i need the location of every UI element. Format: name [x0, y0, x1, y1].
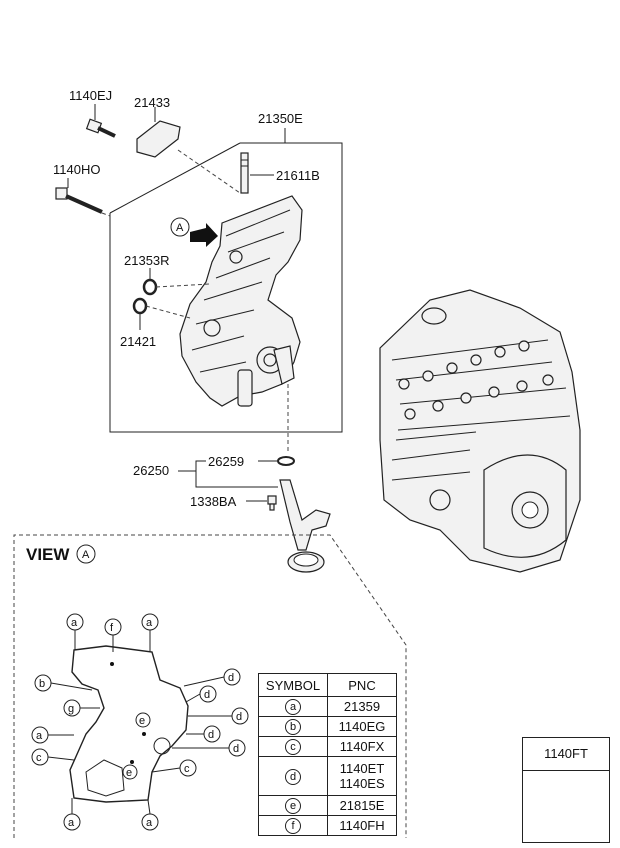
svg-text:d: d	[233, 743, 239, 755]
oring-21353R-icon	[142, 278, 158, 296]
table-row: e 21815E	[258, 795, 397, 816]
svg-text:a: a	[146, 617, 153, 629]
symbol-c: c	[285, 739, 301, 755]
pnc-cell: 1140FX	[327, 736, 397, 757]
fastener-box: 1140FT	[522, 737, 610, 843]
cover-bore	[203, 319, 221, 337]
header-symbol: SYMBOL	[258, 673, 328, 697]
frame-top-diagonal	[109, 142, 241, 214]
pnc-cell: 1140ET 1140ES	[327, 756, 397, 796]
table-row: f 1140FH	[258, 815, 397, 836]
symbol-table-header: SYMBOL PNC	[258, 673, 397, 697]
svg-text:f: f	[110, 622, 114, 634]
svg-text:d: d	[208, 729, 214, 741]
pnc-cell: 21815E	[327, 795, 397, 816]
leader-26250	[195, 460, 278, 488]
callout-1140EJ: 1140EJ	[69, 88, 112, 103]
bolt-1140HO-icon	[55, 187, 103, 214]
view-a-marker-label: A	[176, 222, 184, 234]
callout-21353R: 21353R	[124, 253, 170, 268]
view-title-marker	[76, 544, 96, 564]
svg-text:a: a	[68, 817, 75, 829]
callout-26250: 26250	[133, 463, 169, 478]
cover-gasket-inner	[85, 759, 125, 797]
svg-text:d: d	[204, 689, 210, 701]
svg-text:c: c	[36, 752, 42, 764]
fastener-box-label: 1140FT	[523, 738, 609, 771]
view-title-marker-label: A	[82, 549, 90, 561]
symbol-d: d	[285, 768, 301, 785]
dash-1140HO	[101, 212, 111, 217]
symbol-f: f	[285, 818, 301, 834]
callout-21433: 21433	[134, 95, 170, 110]
svg-text:c: c	[184, 763, 190, 775]
svg-text:a: a	[71, 617, 78, 629]
svg-text:d: d	[236, 711, 242, 723]
table-row: d 1140ET 1140ES	[258, 756, 397, 796]
symbol-a: a	[285, 699, 301, 715]
svg-text:a: a	[36, 730, 43, 742]
cover-gasket-outline	[69, 645, 189, 803]
view-title: VIEW	[26, 545, 70, 564]
callout-21350E: 21350E	[258, 111, 303, 126]
svg-text:e: e	[126, 767, 132, 779]
engine-block-illustration	[379, 289, 581, 573]
view-a-frame	[13, 534, 407, 838]
cover-ribs	[191, 209, 291, 373]
gasket-hole-1	[142, 732, 146, 736]
stud-21611B-icon	[240, 152, 249, 194]
pnc-cell: 21359	[327, 696, 397, 717]
table-row: c 1140FX	[258, 736, 397, 757]
table-row: a 21359	[258, 696, 397, 717]
cover-boss	[229, 250, 243, 264]
symbol-table: SYMBOL PNC a 21359 b 1140EG c 1140FX d 1…	[258, 673, 397, 836]
view-a-arrow-icon	[190, 223, 218, 247]
assembly-frame	[109, 142, 343, 433]
pnc-line-2: 1140ES	[339, 776, 385, 791]
oring-21421-icon	[132, 297, 148, 315]
letter-leaders	[47, 630, 232, 815]
svg-text:e: e	[139, 715, 145, 727]
oil-filter-stub	[237, 369, 253, 407]
svg-text:g: g	[68, 703, 74, 715]
svg-text:a: a	[146, 817, 153, 829]
view-a-marker	[170, 217, 190, 237]
dash-21433	[177, 149, 241, 194]
table-row: b 1140EG	[258, 716, 397, 737]
callout-21611B: 21611B	[276, 168, 320, 183]
oil-strainer-pan-rim	[293, 553, 319, 567]
symbol-b: b	[285, 719, 301, 735]
gasket-hole-2	[130, 760, 134, 764]
callout-1338BA: 1338BA	[190, 494, 237, 509]
pnc-cell: 1140FH	[327, 815, 397, 836]
svg-text:b: b	[39, 678, 45, 690]
oil-pump-seal-inner	[263, 353, 277, 367]
symbol-e: e	[285, 798, 301, 814]
gasket-seal-ring	[153, 737, 171, 755]
gasket-hole-3	[110, 662, 114, 666]
dash-21421	[145, 305, 191, 319]
oil-strainer-pipe	[279, 479, 331, 551]
dash-21353R	[155, 283, 211, 288]
cover-plate-21433	[136, 120, 181, 158]
oil-pickup-neck	[273, 345, 295, 385]
callout-26259: 26259	[208, 454, 244, 469]
callout-21421: 21421	[120, 334, 156, 349]
bolt-1140EJ-icon	[85, 118, 116, 138]
bolt-1338BA-icon	[267, 495, 277, 511]
gasket-26259-icon	[277, 456, 295, 466]
pnc-cell: 1140EG	[327, 716, 397, 737]
svg-text:d: d	[228, 672, 234, 684]
pnc-line-1: 1140ET	[339, 761, 385, 776]
header-pnc: PNC	[327, 673, 397, 697]
letter-markers: a a f b g a c e e d d d d d c a a	[31, 613, 249, 831]
callout-1140HO: 1140HO	[53, 162, 100, 177]
